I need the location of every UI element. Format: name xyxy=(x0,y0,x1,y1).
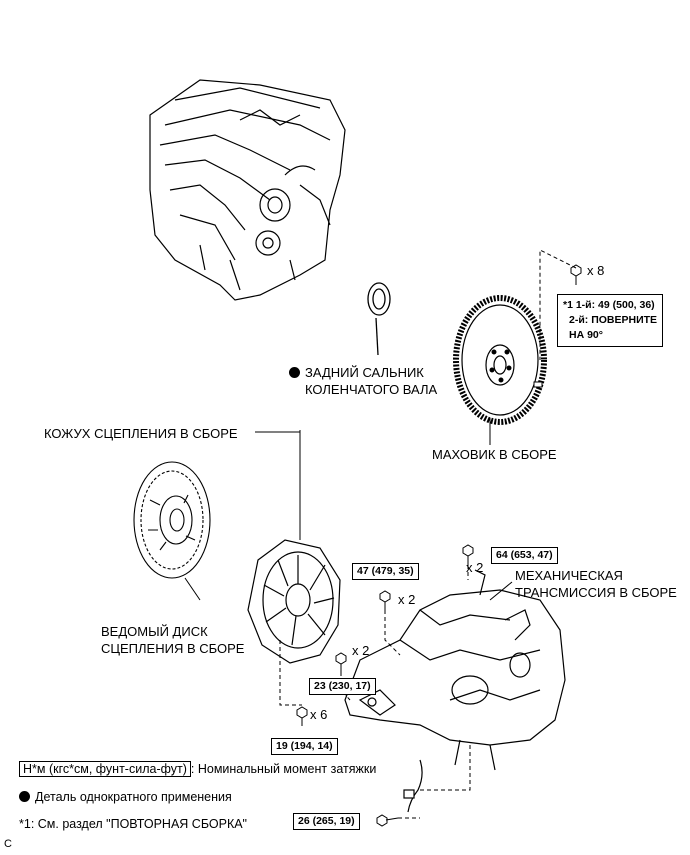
bolt-47-qty: x 2 xyxy=(398,592,416,607)
torque-23-box: 23 (230, 17) xyxy=(309,678,376,695)
legend-dot-icon xyxy=(19,791,30,803)
flywheel-note-line-1: *1 1-й: 49 (500, 36) xyxy=(563,299,655,311)
torque-26-box: 26 (265, 19) xyxy=(293,813,360,830)
transmission-bolts xyxy=(296,544,474,827)
clutch-disc-label-2: СЦЕПЛЕНИЯ В СБОРЕ xyxy=(101,641,245,656)
clutch-cover-label: КОЖУХ СЦЕПЛЕНИЯ В СБОРЕ xyxy=(44,426,238,441)
transmission-label-2: ТРАНСМИССИЯ В СБОРЕ xyxy=(515,585,677,600)
transmission-illustration xyxy=(344,569,566,771)
top-bolt-qty: x 2 xyxy=(466,560,484,575)
bolt-19-qty: x 6 xyxy=(310,707,328,722)
flywheel-bolt-qty: x 8 xyxy=(587,263,605,278)
flywheel-illustration xyxy=(453,295,547,445)
rear-oil-seal-label-2: КОЛЕНЧАТОГО ВАЛА xyxy=(305,382,438,397)
legend-single-use: Деталь однократного применения xyxy=(19,790,232,804)
legend-torque: Н*м (кгс*см, фунт-сила-фут): Номинальный… xyxy=(19,761,377,777)
torque-47-box: 47 (479, 35) xyxy=(352,563,419,580)
harness-illustration xyxy=(403,759,423,813)
rear-oil-seal xyxy=(367,282,391,356)
legend-single-use-text: Деталь однократного применения xyxy=(35,790,232,804)
clutch-disc-illustration xyxy=(133,461,211,579)
flywheel-bolt xyxy=(539,249,582,360)
clutch-cover-illustration xyxy=(247,430,341,664)
legend-footnote: *1: См. раздел "ПОВТОРНАЯ СБОРКА" xyxy=(19,817,247,831)
leader-lines xyxy=(184,431,513,601)
flywheel-label: МАХОВИК В СБОРЕ xyxy=(432,447,557,462)
torque-19-box: 19 (194, 14) xyxy=(271,738,338,755)
flywheel-torque-note: *1 1-й: 49 (500, 36) 2-й: ПОВЕРНИТЕ НА 9… xyxy=(557,294,664,347)
transmission-label: МЕХАНИЧЕСКАЯ xyxy=(515,568,623,583)
legend-torque-desc: : Номинальный момент затяжки xyxy=(190,762,377,776)
engine-illustration xyxy=(149,79,346,301)
legend-torque-unit: Н*м (кгс*см, фунт-сила-фут) xyxy=(19,761,191,777)
torque-64-box: 64 (653, 47) xyxy=(491,547,558,564)
rear-oil-seal-label: ЗАДНИЙ САЛЬНИК xyxy=(289,364,424,381)
flywheel-note-line-3: НА 90° xyxy=(569,329,603,341)
bolt-23-qty: x 2 xyxy=(352,643,370,658)
single-use-dot-icon xyxy=(289,367,300,379)
flywheel-note-line-2: 2-й: ПОВЕРНИТЕ xyxy=(569,314,658,326)
clutch-disc-label: ВЕДОМЫЙ ДИСК xyxy=(101,624,208,639)
corner-mark: C xyxy=(4,838,12,850)
